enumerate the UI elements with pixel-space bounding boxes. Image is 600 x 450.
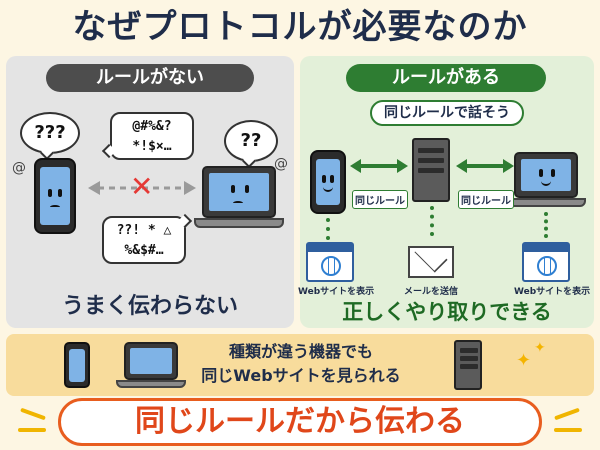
- server-icon: [454, 340, 482, 390]
- mail-icon: [408, 239, 454, 278]
- broken-connection-arrow: [88, 181, 196, 195]
- dizzy-icon: @: [12, 160, 26, 176]
- same-rule-tag-left: 同じルール: [352, 190, 408, 209]
- garbled-line: *!$×…: [132, 139, 172, 154]
- dotted-connector: [544, 212, 548, 238]
- no-rule-panel: ルールがない ??? @#%&? *!$×… ?? @ ✕ @: [6, 56, 294, 328]
- smartphone-icon: [34, 158, 76, 234]
- with-rule-panel: ルールがある 同じルールで話そう 同じルール 同じルール: [298, 56, 594, 328]
- web-label-right: Webサイトを表示: [514, 287, 591, 297]
- server-icon: [412, 138, 450, 202]
- devices-message: 種類が違う機器でも 同じWebサイトを見られる: [186, 340, 416, 388]
- laptop-base: [194, 218, 284, 228]
- emphasis-ray: [20, 407, 46, 421]
- website-icon: [306, 242, 354, 282]
- sparkle-icon: ✦: [516, 350, 532, 371]
- garbled-line: @#%&?: [132, 119, 172, 134]
- cross-icon: ✕: [130, 170, 154, 203]
- mail-label: メールを送信: [403, 287, 458, 297]
- devices-band: 種類が違う機器でも 同じWebサイトを見られる ✦ ✦: [6, 334, 594, 396]
- laptop-base: [506, 198, 586, 207]
- garbled-line: %&$#…: [124, 243, 164, 258]
- no-rule-caption: うまく伝わらない: [61, 294, 238, 319]
- dizzy-icon: @: [274, 156, 288, 172]
- connection-arrow-left: [350, 159, 408, 173]
- conclusion-banner: 同じルールだから伝わる: [58, 398, 542, 446]
- emphasis-ray: [18, 428, 46, 432]
- laptop-icon: [514, 152, 578, 198]
- devices-message-line1: 種類が違う機器でも: [228, 342, 373, 361]
- connection-arrow-right: [456, 159, 514, 173]
- devices-message-line2: 同じWebサイトを見られる: [201, 366, 401, 385]
- with-rule-label: ルールがある: [346, 64, 546, 92]
- no-rule-label: ルールがない: [46, 64, 254, 92]
- page-title: なぜプロトコルが必要なのか: [72, 7, 528, 47]
- dotted-connector: [430, 206, 434, 236]
- website-icon: [522, 242, 570, 282]
- smartphone-icon: [310, 150, 346, 214]
- speech-bubble: 同じルールで話そう: [370, 100, 524, 126]
- dotted-connector: [326, 218, 330, 240]
- emphasis-ray: [554, 428, 582, 432]
- garbled-message-top: @#%&? *!$×…: [110, 112, 194, 160]
- web-label-left: Webサイトを表示: [298, 287, 375, 297]
- laptop-icon: [124, 342, 178, 380]
- emphasis-ray: [554, 407, 580, 421]
- laptop-base: [116, 380, 186, 388]
- same-rule-tag-right: 同じルール: [458, 190, 514, 209]
- laptop-icon: [202, 166, 276, 218]
- garbled-message-bottom: ??! * △ %&$#…: [102, 216, 186, 264]
- smartphone-icon: [64, 342, 90, 388]
- garbled-line: ??! * △: [116, 223, 172, 238]
- with-rule-caption: 正しくやり取りできる: [342, 300, 552, 324]
- phone-confused-bubble: ???: [20, 112, 80, 154]
- sparkle-icon: ✦: [534, 340, 546, 356]
